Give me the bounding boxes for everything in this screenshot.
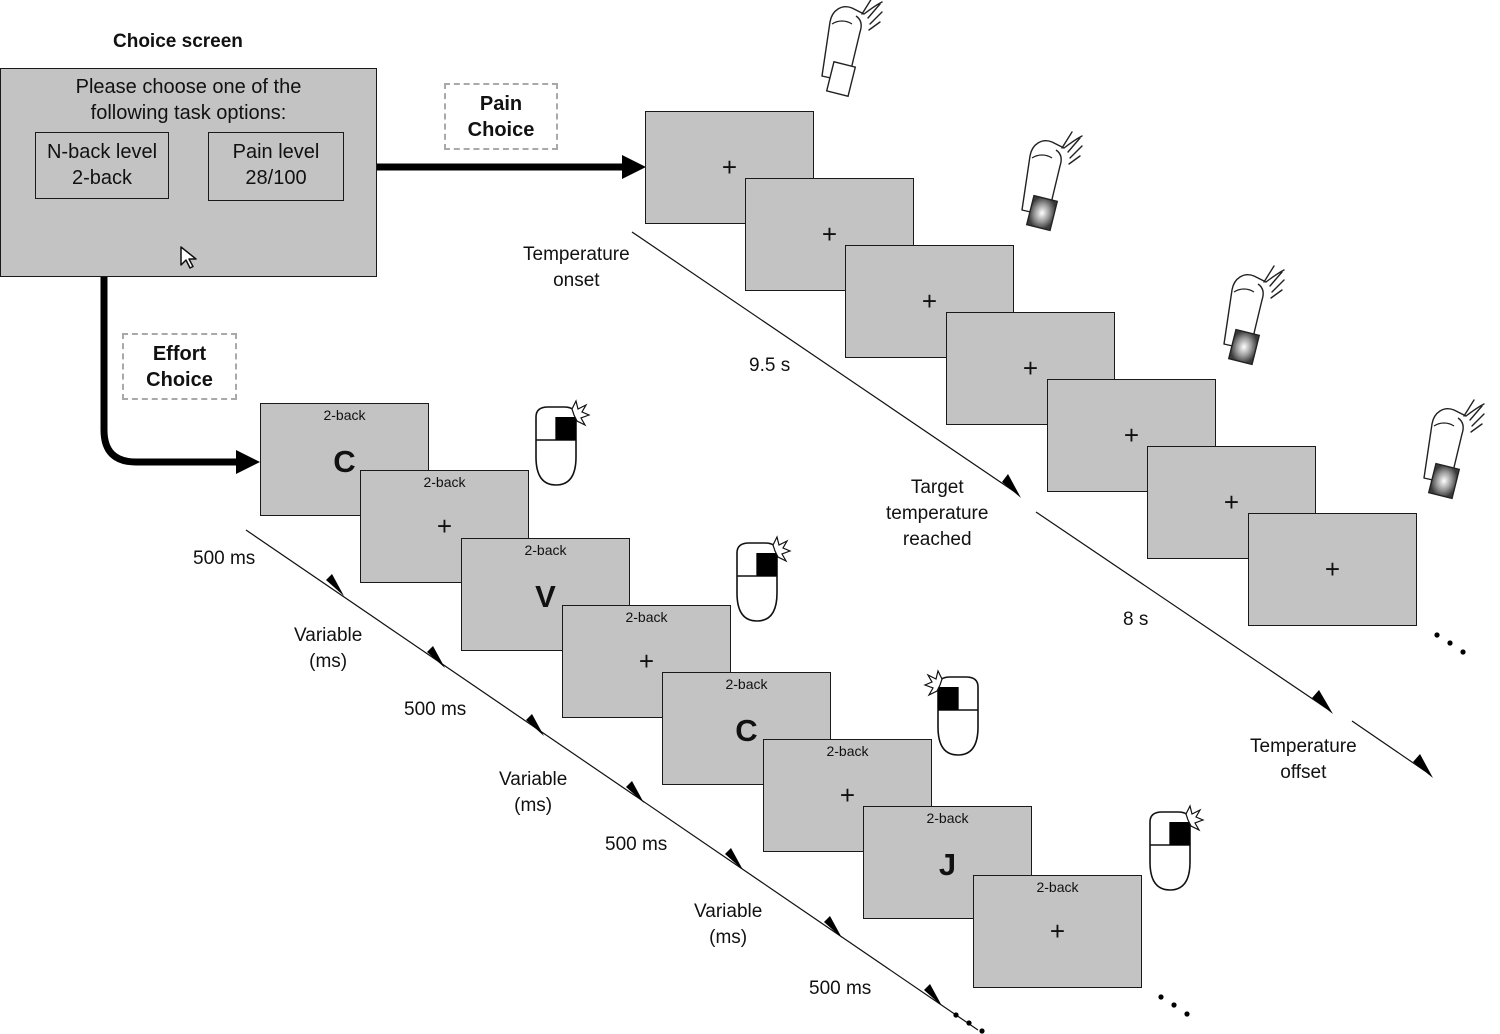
timeline-tick	[526, 714, 544, 736]
fixation-cross: +	[1324, 554, 1341, 584]
mouse-pointer-icon	[180, 246, 197, 269]
target-temperature-label: Target temperature reached	[886, 475, 988, 553]
nback-level-label: 2-back	[1036, 879, 1079, 895]
stimulus-duration-label: 500 ms	[193, 548, 256, 569]
pain-option-button[interactable]: Pain level 28/100	[208, 132, 344, 201]
effort-option-button[interactable]: N-back level 2-back	[35, 132, 169, 199]
nback-level-label: 2-back	[625, 609, 668, 625]
effort-option-line2: 2-back	[71, 167, 133, 189]
temperature-offset-label: Temperature offset	[1250, 734, 1357, 786]
variable-isi-line2: (ms)	[309, 651, 348, 672]
target-temperature-line3: reached	[902, 529, 972, 550]
nback-level-label: 2-back	[423, 474, 466, 490]
choice-prompt-line1: Please choose one of the	[75, 76, 302, 98]
target-temperature-line2: temperature	[886, 503, 989, 524]
choice-prompt: Please choose one of the following task …	[1, 74, 376, 126]
temperature-offset-line2: offset	[1280, 762, 1327, 783]
effort-continuation-dots	[1158, 994, 1190, 1017]
hand-thermode-icon	[821, 0, 883, 98]
nback-letter: J	[938, 847, 957, 882]
fixation-cross: +	[436, 511, 453, 541]
fixation-cross: +	[921, 286, 938, 316]
temperature-onset-line2: onset	[553, 270, 600, 291]
fixation-cross: +	[821, 219, 838, 249]
choice-prompt-line2: following task options:	[90, 102, 287, 124]
variable-isi-label: Variable (ms)	[294, 623, 362, 675]
nback-fixation-screen: 2-back +	[973, 875, 1142, 988]
variable-isi-label: Variable (ms)	[499, 767, 567, 819]
mouse-click-icon	[535, 399, 591, 486]
pain-choice-label-line1: Pain	[479, 93, 523, 115]
effort-choice-label-line2: Choice	[146, 369, 213, 391]
effort-timeline	[245, 529, 979, 1031]
nback-stimulus-screen: 2-back V	[461, 538, 630, 651]
mouse-click-icon	[923, 669, 979, 756]
variable-isi-line1: Variable	[694, 901, 763, 922]
variable-isi-line2: (ms)	[514, 795, 553, 816]
stimulus-duration-label: 500 ms	[605, 834, 668, 855]
mouse-click-icon	[736, 535, 792, 622]
stimulus-duration-label: 500 ms	[404, 699, 467, 720]
timeline-tick	[924, 984, 942, 1006]
fixation-cross: +	[839, 780, 856, 810]
pain-option-line2: 28/100	[245, 167, 307, 189]
nback-level-label: 2-back	[725, 676, 768, 692]
pain-branch-arrow	[377, 155, 646, 179]
variable-isi-label: Variable (ms)	[694, 899, 762, 951]
nback-letter: V	[535, 579, 556, 614]
stimulus-duration-label: 500 ms	[809, 978, 872, 999]
plateau-duration-label: 8 s	[1123, 609, 1149, 630]
variable-isi-line1: Variable	[499, 769, 568, 790]
effort-choice-label: Effort Choice	[122, 333, 237, 400]
timeline-tick	[326, 574, 344, 596]
timeline-tick	[427, 646, 445, 668]
nback-letter: C	[735, 713, 758, 748]
nback-level-label: 2-back	[524, 542, 567, 558]
nback-level-label: 2-back	[323, 407, 366, 423]
mouse-click-icon	[1149, 804, 1205, 891]
variable-isi-line1: Variable	[294, 625, 363, 646]
effort-branch-arrow	[100, 277, 260, 474]
choice-screen: Please choose one of the following task …	[0, 68, 377, 277]
effort-continuation-dots-2	[953, 1012, 985, 1034]
effort-option-line1: N-back level	[46, 141, 158, 163]
pain-fixation-screen: +	[1248, 513, 1417, 626]
temperature-onset-label: Temperature onset	[523, 242, 630, 294]
timeline-tick	[725, 848, 743, 870]
hand-thermode-icon	[1223, 265, 1285, 366]
temperature-offset-line1: Temperature	[1250, 736, 1357, 757]
fixation-cross: +	[1223, 487, 1240, 517]
target-temperature-line1: Target	[910, 477, 964, 498]
fixation-cross: +	[1049, 916, 1066, 946]
timeline-tick	[626, 781, 644, 803]
choice-screen-title: Choice screen	[113, 31, 243, 52]
hand-thermode-icon	[1423, 399, 1485, 500]
timeline-tick	[824, 916, 842, 938]
nback-level-label: 2-back	[926, 810, 969, 826]
nback-level-label: 2-back	[826, 743, 869, 759]
effort-choice-label-line1: Effort	[152, 343, 207, 365]
temperature-onset-line1: Temperature	[523, 244, 630, 265]
fixation-cross: +	[638, 646, 655, 676]
fixation-cross: +	[721, 152, 738, 182]
nback-letter: C	[333, 444, 356, 479]
variable-isi-line2: (ms)	[709, 927, 748, 948]
pain-continuation-dots	[1434, 632, 1466, 655]
fixation-cross: +	[1123, 420, 1140, 450]
pain-option-line1: Pain level	[232, 141, 320, 163]
ramp-duration-label: 9.5 s	[749, 355, 791, 376]
pain-choice-label: Pain Choice	[444, 83, 558, 150]
pain-choice-label-line2: Choice	[467, 119, 535, 141]
fixation-cross: +	[1022, 353, 1039, 383]
hand-thermode-icon	[1021, 131, 1083, 232]
pain-timeline	[631, 231, 1433, 778]
